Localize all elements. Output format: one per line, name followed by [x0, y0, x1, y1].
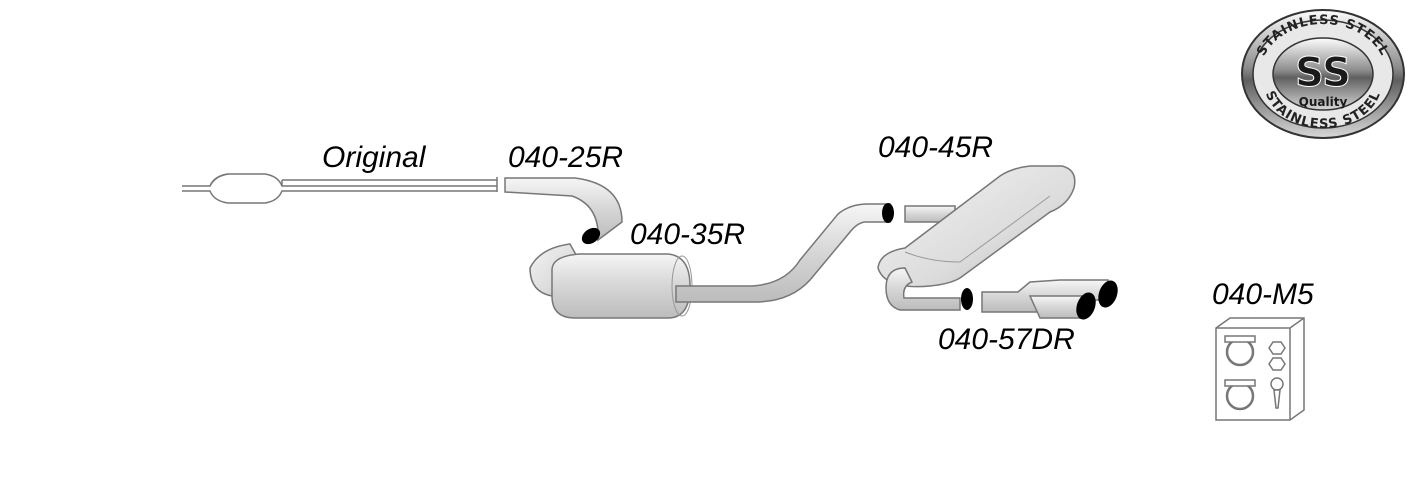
stainless-steel-badge-icon: STAINLESS STEEL STAINLESS STEEL SS Quali… — [1241, 9, 1405, 139]
label-tailpipes: 040-57DR — [938, 323, 1075, 356]
rear-silencer-040-45r — [877, 165, 1076, 311]
original-pipe — [182, 173, 498, 204]
stainless-steel-logo: STAINLESS STEEL STAINLESS STEEL SS Quali… — [1240, 8, 1406, 140]
logo-sub: Quality — [1299, 95, 1348, 109]
mounting-kit-040-m5 — [1215, 317, 1305, 421]
label-rear-silencer: 040-45R — [878, 131, 994, 164]
label-middle-silencer: 040-35R — [630, 218, 746, 251]
tailpipes-040-57dr — [981, 279, 1118, 320]
logo-center: SS — [1295, 50, 1351, 96]
label-mounting-kit: 040-M5 — [1212, 278, 1314, 311]
middle-silencer-040-35r — [529, 203, 894, 319]
label-front-pipe: 040-25R — [508, 141, 624, 174]
label-original: Original — [322, 141, 426, 174]
front-pipe-040-25r — [504, 177, 623, 245]
